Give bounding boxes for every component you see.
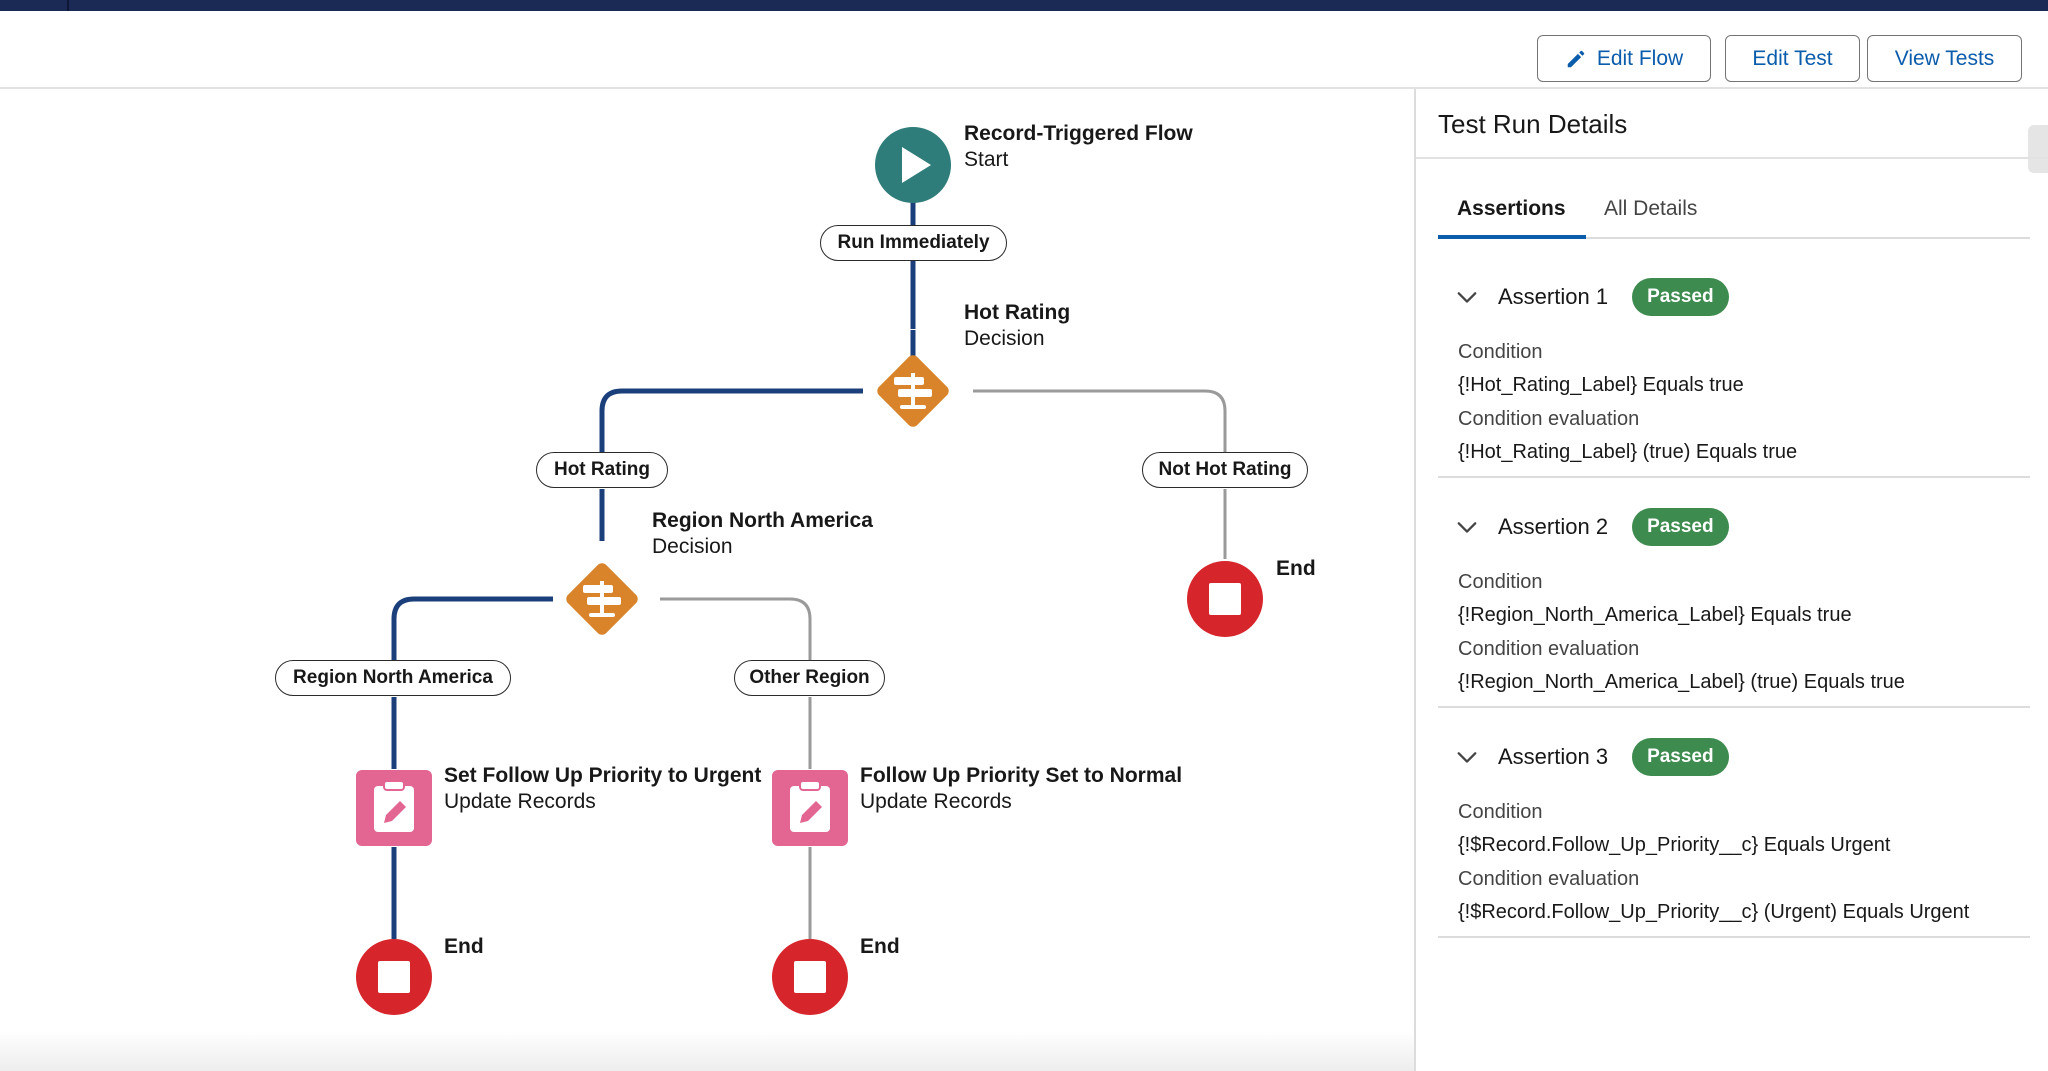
hot-rating-decision-subtitle: Decision	[964, 327, 1045, 350]
condition-value: {!Region_North_America_Label} Equals tru…	[1458, 604, 1852, 626]
global-header	[0, 0, 2048, 11]
run-immediately-label[interactable]: Run Immediately	[820, 225, 1007, 261]
evaluation-label: Condition evaluation	[1458, 868, 1640, 890]
tab-assertions[interactable]: Assertions	[1457, 197, 1566, 220]
tab-bar-line	[1438, 237, 2030, 239]
update-normal-subtitle: Update Records	[860, 790, 1012, 813]
clipboard-edit-icon	[790, 780, 830, 832]
evaluation-label: Condition evaluation	[1458, 408, 1640, 430]
edit-test-button[interactable]: Edit Test	[1725, 35, 1860, 82]
start-node[interactable]	[875, 127, 951, 203]
flow-diagram	[356, 127, 1263, 1015]
outcome-hot-rating[interactable]: Hot Rating	[536, 452, 668, 488]
region-decision-title: Region North America	[652, 509, 873, 532]
signpost-icon	[894, 373, 932, 409]
connector-hot-branch	[599, 388, 863, 453]
condition-value: {!Hot_Rating_Label} Equals true	[1458, 374, 1744, 396]
edit-test-label: Edit Test	[1752, 46, 1833, 70]
canvas-bottom-shadow	[0, 1031, 1414, 1071]
view-tests-button[interactable]: View Tests	[1867, 35, 2022, 82]
evaluation-value: {!Region_North_America_Label} (true) Equ…	[1458, 671, 1905, 693]
assertion-header[interactable]: Assertion 1 Passed	[1438, 277, 1729, 317]
flow-connectors	[391, 193, 1227, 939]
connector-na-branch	[391, 596, 553, 661]
test-run-details-panel: Test Run Details Assertions All Details …	[1414, 89, 2048, 1071]
view-tests-label: View Tests	[1894, 46, 1995, 70]
panel-divider	[1416, 157, 2048, 159]
update-urgent-title: Set Follow Up Priority to Urgent	[444, 764, 762, 787]
assertion-header[interactable]: Assertion 3 Passed	[1438, 737, 1729, 777]
edit-flow-label: Edit Flow	[1596, 46, 1684, 70]
chevron-down-icon[interactable]	[1456, 516, 1478, 538]
update-normal-title: Follow Up Priority Set to Normal	[860, 764, 1183, 787]
toolbar: Edit Flow Edit Test View Tests	[0, 11, 2048, 89]
start-node-subtitle: Start	[964, 148, 1009, 171]
assertion-divider	[1438, 936, 2030, 938]
chevron-down-icon[interactable]	[1456, 746, 1478, 768]
outcome-other-region[interactable]: Other Region	[734, 660, 885, 696]
assertion-name: Assertion 2	[1498, 514, 1609, 539]
clipboard-edit-icon	[374, 780, 414, 832]
stop-icon	[378, 961, 410, 993]
status-badge: Passed	[1632, 508, 1729, 546]
edit-flow-button[interactable]: Edit Flow	[1537, 35, 1711, 82]
end-node-normal[interactable]	[772, 939, 848, 1015]
condition-value: {!$Record.Follow_Up_Priority__c} Equals …	[1458, 834, 1891, 856]
update-node-normal[interactable]	[772, 770, 848, 846]
assertion-divider	[1438, 476, 2030, 478]
flow-canvas[interactable]: Record-Triggered Flow Start Run Immediat…	[0, 89, 1414, 1071]
outcome-not-hot-rating[interactable]: Not Hot Rating	[1142, 452, 1308, 488]
condition-label: Condition	[1458, 341, 1543, 363]
status-badge: Passed	[1632, 738, 1729, 776]
header-divider	[67, 0, 69, 11]
end-node-urgent[interactable]	[356, 939, 432, 1015]
hot-rating-decision-title: Hot Rating	[964, 301, 1071, 324]
stop-icon	[1209, 583, 1241, 615]
play-icon	[902, 147, 931, 183]
start-node-title: Record-Triggered Flow	[964, 122, 1193, 145]
update-node-urgent[interactable]	[356, 770, 432, 846]
evaluation-label: Condition evaluation	[1458, 638, 1640, 660]
pencil-icon	[1567, 50, 1585, 67]
assertion-name: Assertion 1	[1498, 284, 1609, 309]
evaluation-value: {!Hot_Rating_Label} (true) Equals true	[1458, 441, 1798, 463]
decision-node-region-north-america[interactable]	[564, 561, 640, 637]
end-normal-label: End	[860, 935, 900, 958]
end-not-hot-label: End	[1276, 557, 1316, 580]
condition-label: Condition	[1458, 801, 1543, 823]
signpost-icon	[583, 581, 621, 617]
tab-all-details[interactable]: All Details	[1604, 197, 1698, 220]
connector-not-hot-branch	[973, 389, 1227, 453]
assertion-divider	[1438, 706, 2030, 708]
stop-icon	[794, 961, 826, 993]
assertion-header[interactable]: Assertion 2 Passed	[1438, 507, 1729, 547]
connector-other-branch	[660, 597, 812, 661]
decision-node-hot-rating[interactable]	[875, 353, 951, 429]
update-urgent-subtitle: Update Records	[444, 790, 596, 813]
condition-label: Condition	[1458, 571, 1543, 593]
panel-title: Test Run Details	[1438, 109, 1628, 139]
panel-collapse-handle[interactable]	[2028, 125, 2048, 173]
end-urgent-label: End	[444, 935, 484, 958]
outcome-region-north-america[interactable]: Region North America	[275, 660, 511, 696]
active-tab-indicator	[1438, 235, 1586, 239]
chevron-down-icon[interactable]	[1456, 286, 1478, 308]
evaluation-value: {!$Record.Follow_Up_Priority__c} (Urgent…	[1458, 901, 1970, 923]
end-node-not-hot[interactable]	[1187, 561, 1263, 637]
assertion-name: Assertion 3	[1498, 744, 1609, 769]
region-decision-subtitle: Decision	[652, 535, 733, 558]
status-badge: Passed	[1632, 278, 1729, 316]
